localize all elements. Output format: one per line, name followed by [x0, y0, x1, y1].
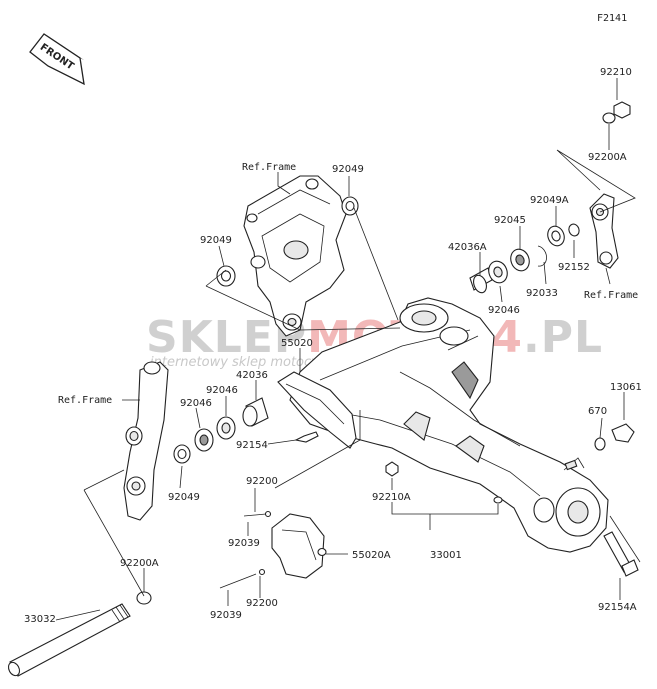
watermark-brand-right: .PL: [523, 312, 603, 363]
label-33001: 33001: [430, 550, 462, 561]
left-pivot-parts: [123, 361, 269, 605]
pivot-shaft-33032: [7, 603, 131, 677]
label-92049-top: 92049: [332, 164, 364, 175]
label-92210: 92210: [600, 67, 632, 78]
label-92046-right: 92046: [488, 305, 520, 316]
label-92033: 92033: [526, 288, 558, 299]
label-55020: 55020: [281, 338, 313, 349]
label-92039-top: 92039: [228, 538, 260, 549]
label-ref-frame-right: Ref.Frame: [584, 290, 638, 301]
label-42036: 42036: [236, 370, 268, 381]
leader-lines: [55, 78, 641, 621]
label-13061: 13061: [610, 382, 642, 393]
swingarm: [289, 297, 609, 553]
label-92200A-top: 92200A: [588, 152, 627, 163]
label-92154A: 92154A: [598, 602, 637, 613]
label-92200-bottom: 92200: [246, 598, 278, 609]
label-92049-bottom: 92049: [168, 492, 200, 503]
frame-bracket-upper: [243, 175, 347, 337]
watermark-tagline: internetowy sklep motocyklowy: [150, 355, 357, 370]
label-92154: 92154: [236, 440, 268, 451]
label-ref-frame-left: Ref.Frame: [58, 395, 112, 406]
frame-seals: [216, 196, 359, 287]
label-92200A-bottom: 92200A: [120, 558, 159, 569]
label-92210A: 92210A: [372, 492, 411, 503]
label-33032: 33032: [24, 614, 56, 625]
front-arrow-icon: FRONT: [29, 33, 85, 86]
label-92152: 92152: [558, 262, 590, 273]
label-ref-frame-top: Ref.Frame: [242, 162, 296, 173]
bolt-92154A: [603, 531, 639, 577]
label-670: 670: [588, 406, 607, 417]
figure-code: F2141: [597, 13, 627, 24]
right-pivot-parts: [469, 101, 631, 294]
label-92049A: 92049A: [530, 195, 569, 206]
label-92039-bottom: 92039: [210, 610, 242, 621]
label-92049-left: 92049: [200, 235, 232, 246]
small-parts: [219, 423, 635, 589]
label-92200-top: 92200: [246, 476, 278, 487]
part-labels: 92210 92200A 92049 Ref.Frame 92049 92049…: [24, 67, 642, 625]
label-92046-a: 92046: [206, 385, 238, 396]
chain-guide-55020A: [271, 513, 327, 579]
label-92045: 92045: [494, 215, 526, 226]
chain-guide-55020: [277, 371, 357, 449]
label-55020A: 55020A: [352, 550, 391, 561]
label-42036A: 42036A: [448, 242, 487, 253]
label-92046-b: 92046: [180, 398, 212, 409]
